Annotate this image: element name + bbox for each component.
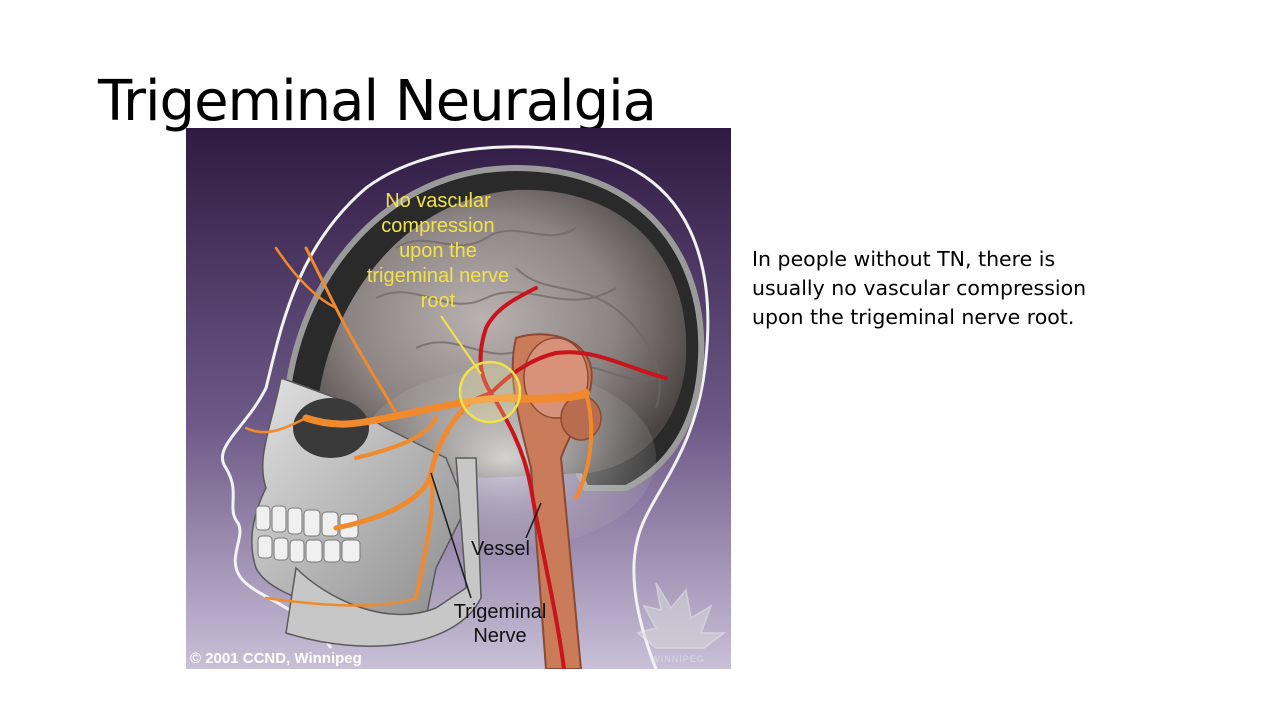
nerve-label: Trigeminal Nerve [454,601,547,647]
callout-line-1: No vascular [385,190,491,212]
jaw [285,457,482,647]
copyright-text: © 2001 CCND, Winnipeg [190,650,362,667]
nerve-pointer [430,472,472,599]
vessel-pointer [525,502,542,539]
trigeminal-anatomy-illustration: No vascular compression upon the trigemi… [186,128,731,669]
callout-line-4: trigeminal nerve [367,265,509,287]
watermark-logo: WINNIPEG [636,582,727,664]
slide-title: Trigeminal Neuralgia [98,69,657,134]
eye-socket [293,398,369,458]
nerve-label-line-1: Trigeminal [454,601,547,623]
nerve-label-line-2: Nerve [473,625,526,647]
trigeminal-nerve [244,246,594,607]
callout-pointer [440,315,482,375]
nerve-root-highlight [458,360,522,424]
callout-text: No vascular compression upon the trigemi… [367,190,509,312]
vessels [459,286,668,669]
watermark-text: WINNIPEG [651,654,705,664]
vessel-label: Vessel [471,538,530,560]
callout-line-2: compression [381,215,494,237]
callout-line-3: upon the [399,240,477,262]
head-outline [220,145,710,669]
slide-body-text: In people without TN, there is usually n… [752,247,1087,329]
callout-line-5: root [421,290,456,312]
